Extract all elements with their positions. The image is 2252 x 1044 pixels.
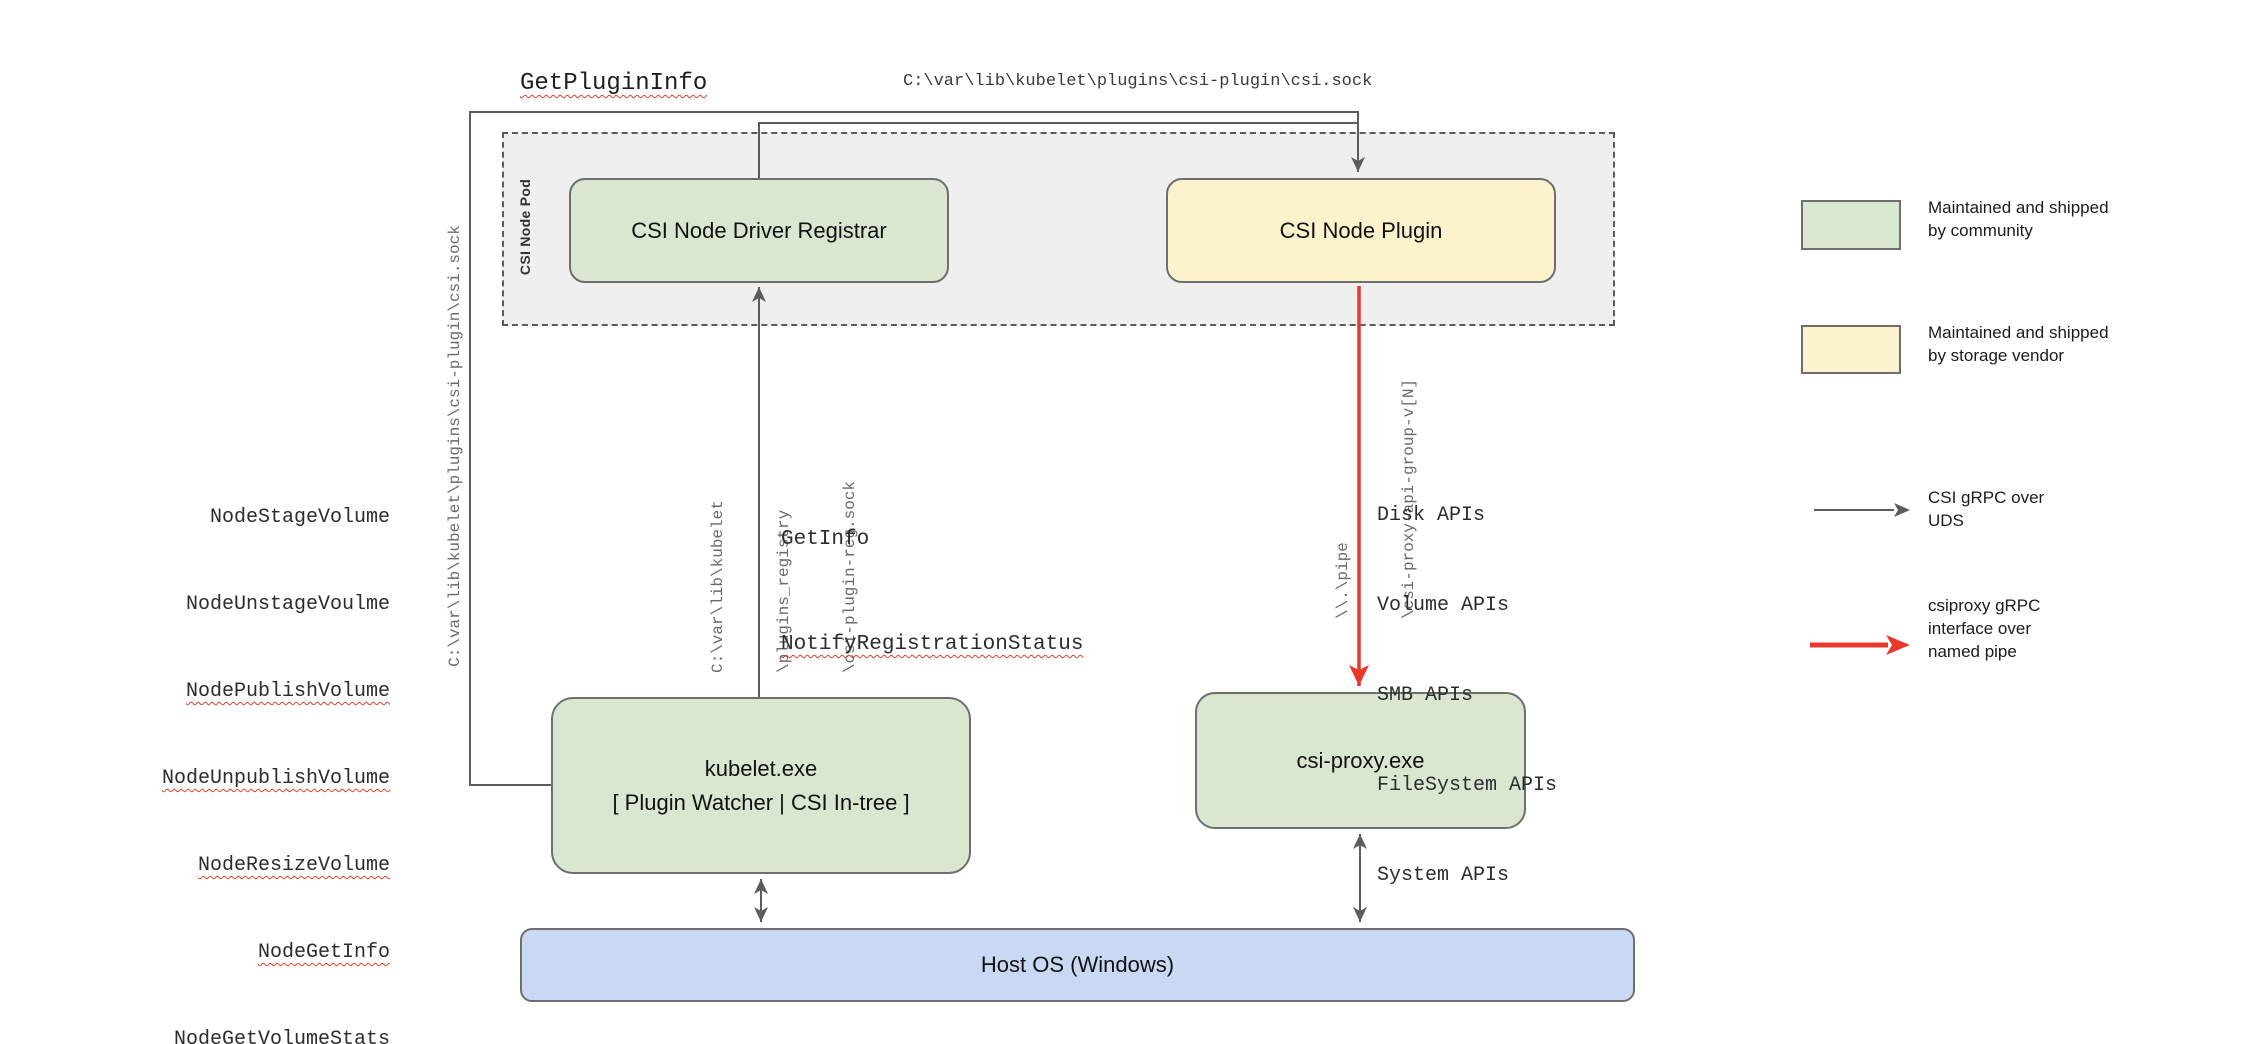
proxy-api: SMB APIs	[1377, 684, 1474, 707]
kubelet-label-line1: kubelet.exe	[704, 755, 818, 781]
legend-text-line: named pipe	[1928, 642, 2017, 661]
kubelet-box: kubelet.exe [ Plugin Watcher | CSI In-tr…	[551, 697, 971, 874]
proxy-api: Volume APIs	[1377, 594, 1510, 617]
legend-named-pipe-label: csiproxy gRPC interface over named pipe	[1928, 594, 2040, 663]
legend-text-line: by community	[1928, 221, 2033, 240]
pipe-path-line: \\.\pipe	[1334, 542, 1352, 619]
csi-node-pod-label: CSI Node Pod	[517, 178, 533, 276]
proxy-api: FileSystem APIs	[1377, 774, 1558, 797]
kubelet-label-line2: [ Plugin Watcher | CSI In-tree ]	[612, 789, 910, 815]
legend-uds-label: CSI gRPC over UDS	[1928, 486, 2044, 532]
csi-node-plugin-box: CSI Node Plugin	[1166, 178, 1556, 283]
legend-community-swatch	[1801, 200, 1901, 250]
csi-node-driver-registrar-box: CSI Node Driver Registrar	[569, 178, 949, 283]
csi-node-driver-registrar-label: CSI Node Driver Registrar	[631, 217, 887, 243]
proxy-api: System APIs	[1377, 864, 1510, 887]
csi-node-plugin-label: CSI Node Plugin	[1279, 217, 1443, 243]
get-info-annotation: GetInfo	[781, 528, 870, 551]
legend-text-line: UDS	[1928, 511, 1964, 530]
csi-proxy-label: csi-proxy.exe	[1296, 747, 1425, 773]
node-call: NodeUnpublishVolume	[161, 767, 390, 790]
legend-vendor-swatch	[1801, 325, 1901, 374]
node-call: NodeGetVolumeStats	[173, 1028, 390, 1044]
gray-arrow-icon	[1814, 503, 1910, 517]
registration-rpc-annotation: GetInfo NotifyRegistrationStatus	[781, 452, 1083, 732]
get-plugin-info-annotation: GetPluginInfo	[520, 70, 708, 97]
plugin-socket-path-annotation: C:\var\lib\kubelet\plugins\csi-plugin\cs…	[903, 72, 1373, 91]
legend-text-line: Maintained and shipped	[1928, 198, 2109, 217]
legend-text-line: by storage vendor	[1928, 346, 2065, 365]
red-arrow-icon	[1810, 635, 1910, 655]
node-rpc-call-list: NodeStageVolume NodeUnstageVoulme NodePu…	[40, 445, 390, 1044]
legend-text-line: csiproxy gRPC	[1928, 596, 2041, 615]
node-call: NodeGetInfo	[257, 941, 390, 964]
host-os-box: Host OS (Windows)	[520, 928, 1635, 1002]
node-call: NodePublishVolume	[185, 680, 390, 703]
proxy-api-list: Disk APIs Volume APIs SMB APIs FileSyste…	[1377, 441, 1557, 951]
legend-text-line: interface over	[1928, 619, 2031, 638]
proxy-api: Disk APIs	[1377, 504, 1486, 527]
node-call: NodeUnstageVoulme	[185, 593, 390, 616]
legend-text-line: Maintained and shipped	[1928, 323, 2109, 342]
node-call: NodeStageVolume	[209, 506, 390, 529]
host-os-label: Host OS (Windows)	[980, 952, 1175, 977]
csi-proxy-box: csi-proxy.exe	[1195, 692, 1526, 829]
notify-registration-status-annotation: NotifyRegistrationStatus	[781, 633, 1084, 656]
legend-community-label: Maintained and shipped by community	[1928, 196, 2109, 242]
node-call: NodeResizeVolume	[197, 854, 390, 877]
kubelet-socket-path-vertical-annotation: C:\var\lib\kubelet\plugins\csi-plugin\cs…	[446, 225, 464, 667]
legend-vendor-label: Maintained and shipped by storage vendor	[1928, 321, 2109, 367]
legend-text-line: CSI gRPC over	[1928, 488, 2045, 507]
registry-socket-line: C:\var\lib\kubelet	[709, 500, 727, 673]
